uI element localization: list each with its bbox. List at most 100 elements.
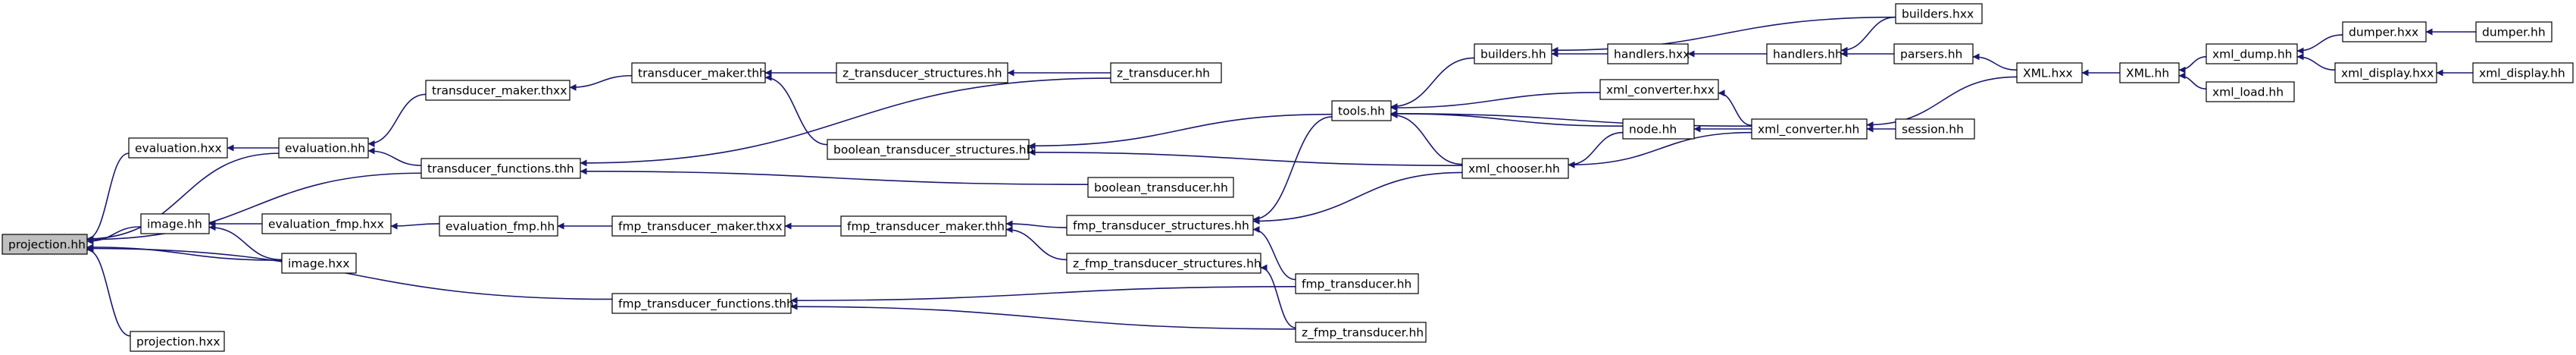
edge-tools-hh-to-boolean-transducer-structures-hh <box>1028 113 1333 149</box>
edge-fmp-transducer-hh-to-fmp-transducer-functions-thh <box>790 286 1296 304</box>
node-xml-converter-hxx[interactable]: xml_converter.hxx <box>1599 79 1719 100</box>
node-fmp-transducer-functions-thh[interactable]: fmp_transducer_functions.thh <box>611 293 794 314</box>
edge-z-transducer-hh-to-transducer-functions-thh <box>580 77 1111 167</box>
node-evaluation-hxx[interactable]: evaluation.hxx <box>128 137 228 159</box>
node-box <box>836 62 1008 83</box>
node-session-hh[interactable]: session.hh <box>1895 118 1975 140</box>
node-label: projection.hh <box>8 238 86 252</box>
node-box <box>2334 62 2437 83</box>
node-z-fmp-transducer-structures-hh[interactable]: z_fmp_transducer_structures.hh <box>1066 253 1261 274</box>
node-xml-load-hh[interactable]: xml_load.hh <box>2206 81 2295 102</box>
node-builders-hxx[interactable]: builders.hxx <box>1895 3 1983 24</box>
edge-transducer-functions-thh-to-evaluation-hh <box>367 147 422 166</box>
node-xml-converter-hh[interactable]: xml_converter.hh <box>1751 118 1868 140</box>
node-label: handlers.hxx <box>1614 48 1690 61</box>
node-z-transducer-hh[interactable]: z_transducer.hh <box>1110 62 1222 83</box>
node-image-hxx[interactable]: image.hxx <box>281 253 357 274</box>
node-label: transducer_maker.thh <box>638 67 767 81</box>
edge-xml-converter-hh-to-tools-hh <box>1390 110 1752 127</box>
edge-xml-converter-hxx-to-tools-hh <box>1390 92 1601 112</box>
node-builders-hh[interactable]: builders.hh <box>1474 43 1552 64</box>
node-xml-dump-hh[interactable]: xml_dump.hh <box>2206 43 2298 64</box>
node-label: fmp_transducer.hh <box>1302 278 1411 292</box>
node-box <box>281 253 357 274</box>
node-box <box>140 213 210 234</box>
node-label: z_fmp_transducer.hh <box>1302 326 1424 341</box>
edge-xml-chooser-hh-to-boolean-transducer-structures-hh <box>1028 149 1463 166</box>
node-fmp-transducer-maker-thh[interactable]: fmp_transducer_maker.thh <box>840 215 1007 237</box>
node-label: parsers.hh <box>1900 48 1962 61</box>
node-fmp-transducer-structures-hh[interactable]: fmp_transducer_structures.hh <box>1066 215 1254 236</box>
node-fmp-transducer-maker-thxx[interactable]: fmp_transducer_maker.thxx <box>611 215 786 237</box>
node-box <box>2206 81 2295 102</box>
node-transducer-functions-thh[interactable]: transducer_functions.thh <box>420 158 581 179</box>
node-label: tools.hh <box>1338 105 1385 118</box>
node-box <box>130 331 225 352</box>
node-box <box>1599 79 1719 100</box>
node-handlers-hh[interactable]: handlers.hh <box>1766 43 1843 64</box>
node-xml-hh[interactable]: XML.hh <box>2119 62 2180 83</box>
edge-transducer-functions-thh-to-projection-hh <box>86 172 422 243</box>
node-transducer-maker-thxx[interactable]: transducer_maker.thxx <box>425 80 571 101</box>
node-box <box>1331 100 1392 121</box>
node-xml-chooser-hh[interactable]: xml_chooser.hh <box>1462 158 1569 179</box>
node-projection-hxx[interactable]: projection.hxx <box>130 331 225 352</box>
node-box <box>827 139 1030 160</box>
edge-z-fmp-transducer-hh-to-z-fmp-transducer-structures-hh <box>1260 264 1296 328</box>
node-label: XML.hh <box>2126 67 2169 80</box>
node-box <box>2119 62 2180 83</box>
node-z-transducer-structures-hh[interactable]: z_transducer_structures.hh <box>836 62 1008 83</box>
node-xml-display-hh[interactable]: xml_display.hh <box>2472 62 2574 83</box>
edge-fmp-transducer-hh-to-fmp-transducer-structures-hh <box>1252 226 1296 281</box>
node-evaluation-hh[interactable]: evaluation.hh <box>278 137 369 159</box>
node-transducer-maker-thh[interactable]: transducer_maker.thh <box>631 62 767 83</box>
node-box <box>840 215 1007 237</box>
node-z-fmp-transducer-hh[interactable]: z_fmp_transducer.hh <box>1295 322 1427 343</box>
node-boolean-transducer-structures-hh[interactable]: boolean_transducer_structures.hh <box>827 139 1033 160</box>
node-box <box>2206 43 2298 64</box>
node-node-hh[interactable]: node.hh <box>1622 118 1695 140</box>
node-box <box>1110 62 1222 83</box>
edge-evaluation-fmp-hh-to-evaluation-fmp-hxx <box>390 222 440 230</box>
edge-tools-hh-to-fmp-transducer-structures-hh <box>1252 116 1333 223</box>
node-xml-hxx[interactable]: XML.hxx <box>2016 62 2083 83</box>
node-box <box>1895 3 1983 24</box>
node-label: XML.hxx <box>2023 67 2073 80</box>
edge-z-fmp-transducer-hh-to-fmp-transducer-functions-thh <box>790 303 1296 330</box>
edge-evaluation-hxx-to-projection-hh <box>86 152 130 243</box>
node-box <box>1895 118 1975 140</box>
edge-builders-hh-to-tools-hh <box>1390 57 1475 111</box>
node-projection-hh[interactable]: projection.hh <box>2 234 88 255</box>
node-box <box>1607 43 1689 64</box>
node-box <box>1462 158 1569 179</box>
node-box <box>1893 43 1974 64</box>
node-dumper-hxx[interactable]: dumper.hxx <box>2342 21 2427 42</box>
node-label: session.hh <box>1902 123 1964 137</box>
node-handlers-hxx[interactable]: handlers.hxx <box>1607 43 1690 64</box>
node-label: xml_display.hxx <box>2341 67 2434 81</box>
node-evaluation-fmp-hxx[interactable]: evaluation_fmp.hxx <box>261 213 392 234</box>
node-boolean-transducer-hh[interactable]: boolean_transducer.hh <box>1087 177 1234 198</box>
node-fmp-transducer-hh[interactable]: fmp_transducer.hh <box>1295 273 1419 294</box>
node-box <box>2472 62 2574 83</box>
node-label: fmp_transducer_structures.hh <box>1073 219 1249 234</box>
node-dumper-hh[interactable]: dumper.hh <box>2475 21 2553 42</box>
edge-projection-hxx-to-projection-hh <box>86 246 131 337</box>
node-parsers-hh[interactable]: parsers.hh <box>1893 43 1974 64</box>
node-label: xml_load.hh <box>2212 86 2284 100</box>
node-box <box>2475 21 2553 42</box>
node-box <box>1087 177 1234 198</box>
node-label: transducer_functions.thh <box>427 162 574 177</box>
edge-xml-hxx-to-xml-converter-hh <box>1866 76 2018 129</box>
node-image-hh[interactable]: image.hh <box>140 213 210 234</box>
edge-xml-chooser-hh-to-tools-hh <box>1390 111 1463 165</box>
node-label: transducer_maker.thxx <box>432 84 567 99</box>
node-evaluation-fmp-hh[interactable]: evaluation_fmp.hh <box>439 215 558 237</box>
node-box <box>611 293 792 314</box>
edge-xml-load-hh-to-xml-hh <box>2178 72 2207 90</box>
node-label: xml_converter.hxx <box>1606 83 1715 98</box>
node-label: evaluation_fmp.hxx <box>268 218 384 232</box>
node-tools-hh[interactable]: tools.hh <box>1331 100 1392 121</box>
node-xml-display-hxx[interactable]: xml_display.hxx <box>2334 62 2437 83</box>
